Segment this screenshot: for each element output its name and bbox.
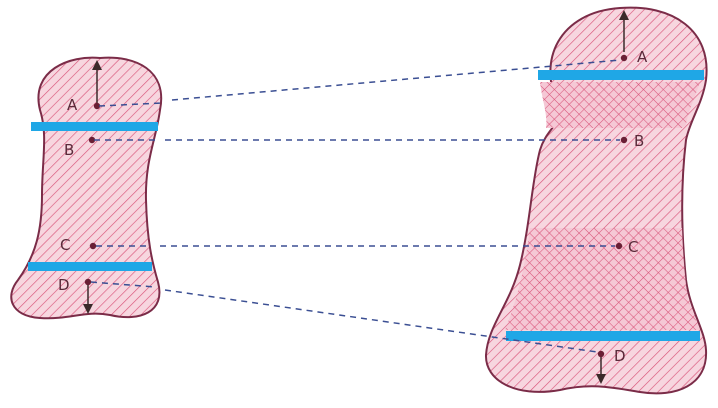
large-bone-label-d: D	[614, 347, 626, 365]
small-bone-upper-growth-plate	[31, 122, 158, 131]
small-bone-label-b: B	[64, 141, 74, 159]
small-bone-lower-growth-plate	[28, 262, 152, 271]
large-bone-marker-c	[616, 243, 622, 249]
large-bone: A B C D	[486, 8, 707, 394]
small-bone-label-d: D	[58, 276, 70, 294]
large-bone-label-c: C	[628, 238, 638, 256]
large-bone-label-a: A	[637, 48, 648, 66]
small-bone-label-a: A	[67, 96, 78, 114]
large-bone-upper-new-growth	[540, 82, 700, 128]
small-bone-label-c: C	[60, 236, 70, 254]
large-bone-marker-a	[621, 55, 627, 61]
large-bone-upper-growth-plate	[538, 70, 704, 80]
small-bone-marker-d	[85, 279, 91, 285]
large-bone-marker-d	[598, 351, 604, 357]
small-bone-marker-c	[90, 243, 96, 249]
small-bone-outline	[11, 58, 161, 319]
small-bone: A B C D	[11, 58, 161, 319]
large-bone-lower-new-growth	[505, 228, 700, 330]
large-bone-lower-growth-plate	[506, 331, 700, 341]
large-bone-label-b: B	[634, 132, 644, 150]
large-bone-marker-b	[621, 137, 627, 143]
